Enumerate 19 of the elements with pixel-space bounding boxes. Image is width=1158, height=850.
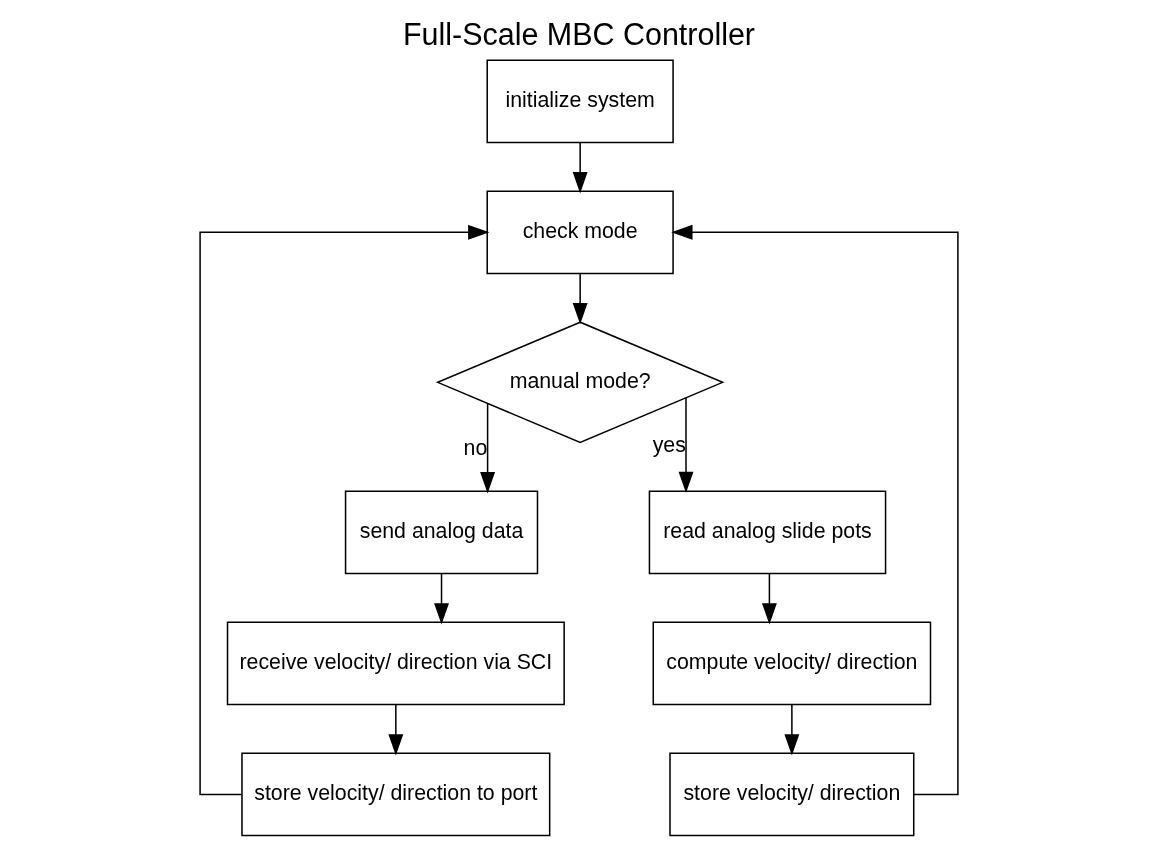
arrow (761, 573, 777, 625)
node-box: store velocity/ direction to port (241, 752, 551, 837)
arrow (671, 224, 959, 796)
node-box: initialize system (486, 59, 674, 144)
arrow (784, 704, 800, 756)
diagram-title: Full-Scale MBC Controller (403, 16, 755, 51)
arrow (480, 403, 496, 494)
node-box: receive velocity/ direction via SCI (226, 621, 565, 706)
arrow (199, 224, 490, 796)
arrow (572, 142, 588, 194)
node-box: compute velocity/ direction (652, 621, 932, 706)
node-box: check mode (486, 190, 674, 275)
arrow (434, 573, 449, 625)
arrow (678, 397, 694, 493)
arrow (388, 704, 404, 756)
arrow (572, 272, 588, 325)
node-box: store velocity/ direction (669, 752, 915, 837)
node-box: read analog slide pots (648, 490, 887, 575)
node-box: send analog data (344, 490, 539, 575)
